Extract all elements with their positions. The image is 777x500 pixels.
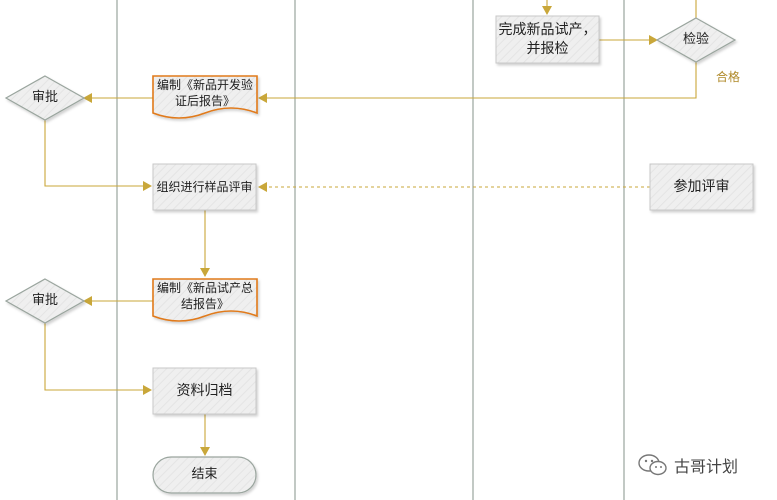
decision-approval-top <box>4 75 86 121</box>
decision-approval-bottom <box>4 278 86 324</box>
process-boxes <box>152 15 754 494</box>
process-box-join-review <box>649 163 754 211</box>
archive-documents-label: 资料归档 <box>176 382 233 399</box>
connector <box>44 323 152 395</box>
connector <box>44 120 152 191</box>
watermark-text: 古哥计划 <box>674 457 739 476</box>
connectors <box>44 0 697 456</box>
qualified-label: 合格 <box>715 69 740 84</box>
wechat-icon <box>638 454 667 476</box>
approval-top-label: 审批 <box>31 90 58 106</box>
swimlane-dividers <box>116 0 625 500</box>
complete-trial-production-label: 完成新品试产，并报检 <box>498 21 597 57</box>
document-shapes <box>152 75 258 322</box>
dev-report-label: 编制《新品开发验证后报告》 <box>156 77 253 108</box>
decision-diamonds <box>4 17 737 324</box>
join-review-label: 参加评审 <box>673 178 730 195</box>
organize-sample-review-label: 组织进行样品评审 <box>156 179 253 194</box>
terminator-end <box>152 456 257 494</box>
trial-report-label: 编制《新品试产总结报告》 <box>156 280 253 311</box>
watermark: 古哥计划 <box>638 452 738 478</box>
inspection-label: 检验 <box>682 32 709 48</box>
document-trial-report <box>152 278 258 322</box>
decision-inspection <box>655 17 737 63</box>
process-box-complete-trial <box>495 15 600 64</box>
document-dev-report <box>152 75 258 119</box>
connector-qualified <box>258 62 697 103</box>
process-box-archive <box>152 367 257 415</box>
process-box-organize-review <box>152 163 257 211</box>
end-label: 结束 <box>191 467 218 483</box>
approval-bottom-label: 审批 <box>31 293 58 309</box>
